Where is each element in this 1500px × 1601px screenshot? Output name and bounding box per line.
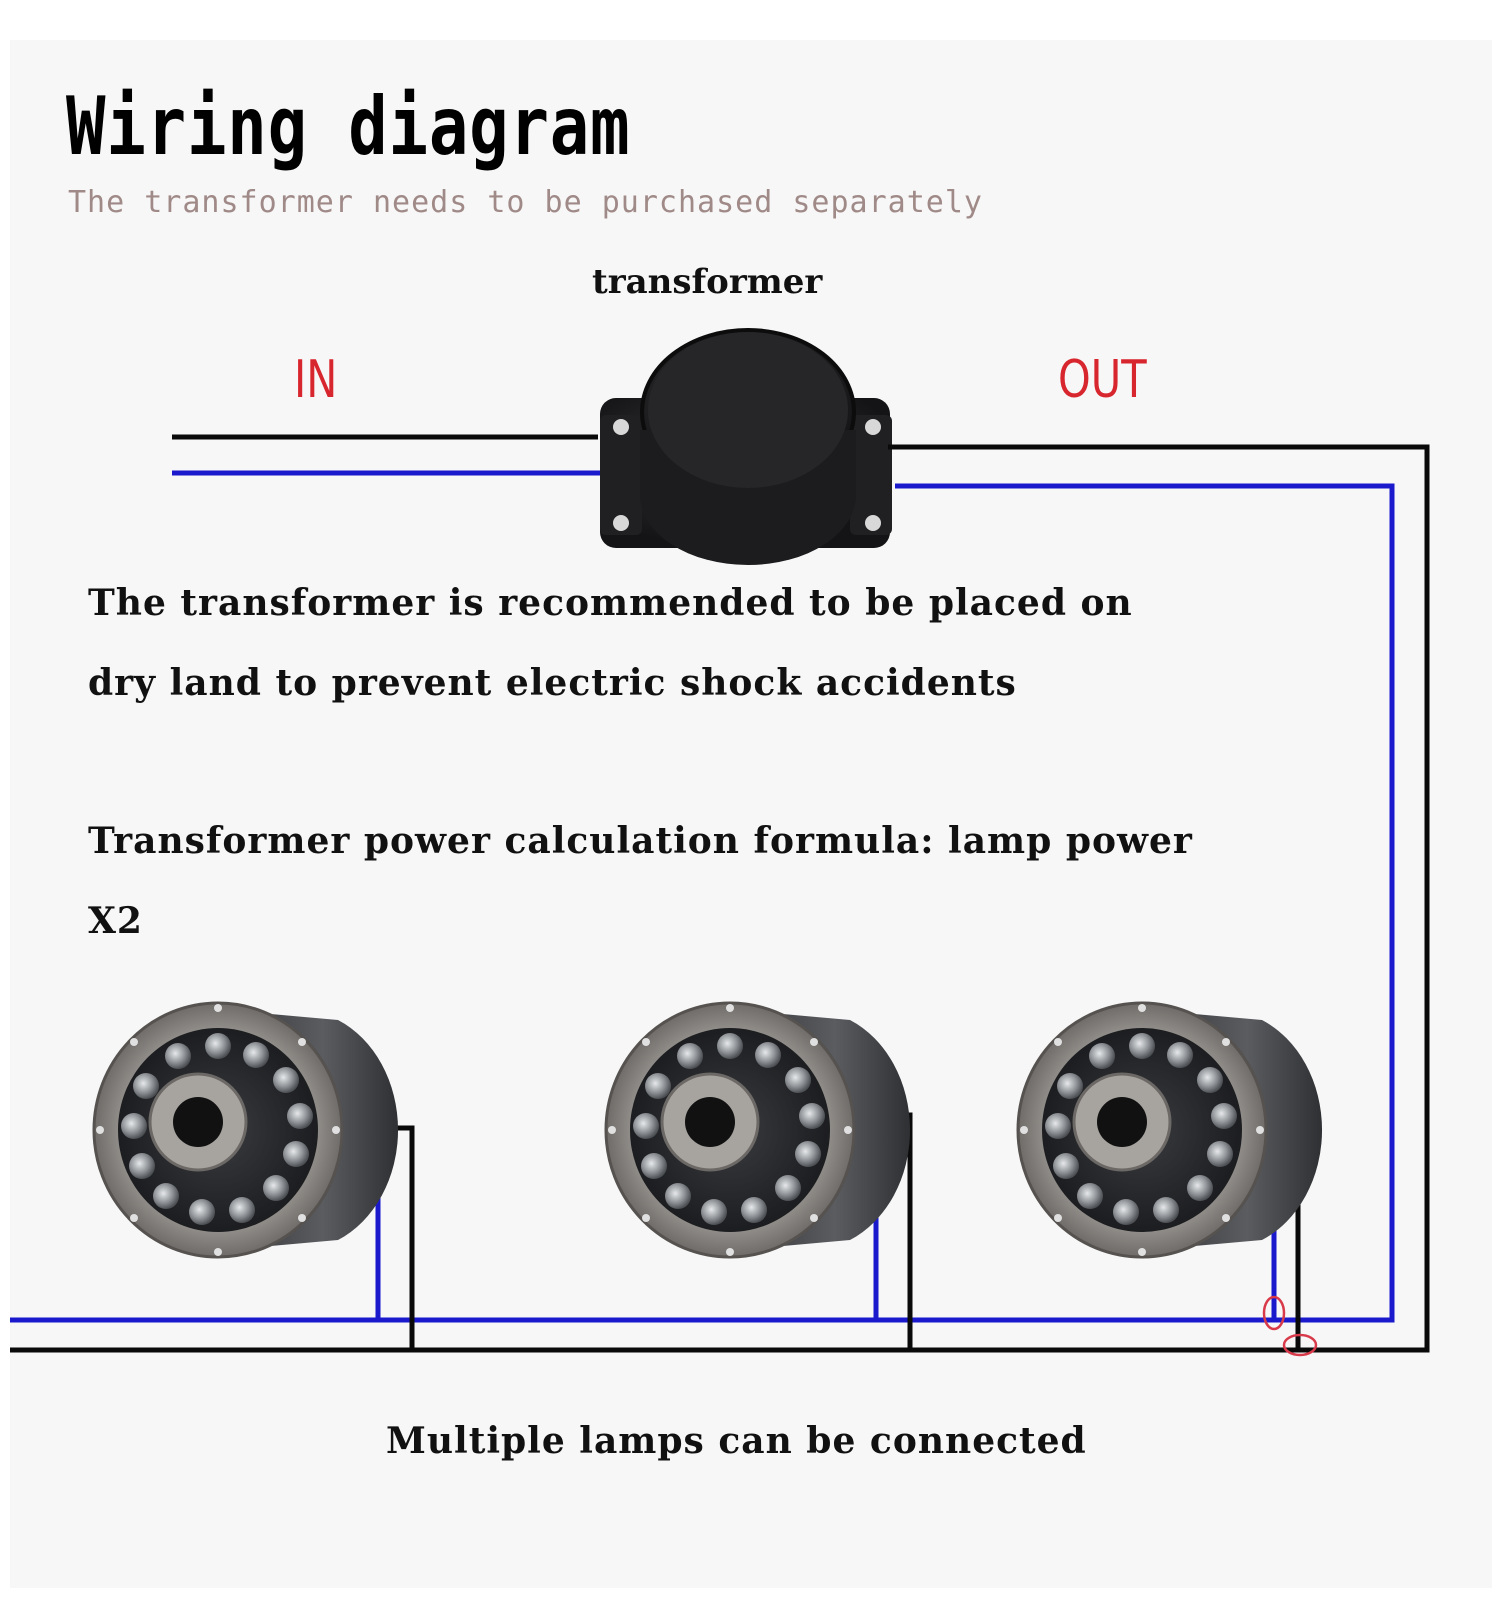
formula-line1: Transformer power calculation formula: l…	[88, 820, 1193, 862]
connection-marker-blue	[1262, 1295, 1286, 1331]
in-label: IN	[294, 350, 338, 410]
connection-marker-black	[1282, 1333, 1318, 1357]
transformer-label: transformer	[592, 262, 823, 302]
underwater-led-lamp-icon	[1016, 1001, 1323, 1259]
safety-note-line1: The transformer is recommended to be pla…	[88, 582, 1133, 624]
formula-line2: X2	[88, 900, 143, 942]
underwater-led-lamp-icon	[92, 1001, 399, 1259]
out-label: OUT	[1058, 350, 1147, 410]
transformer-icon	[600, 328, 892, 565]
output-black-wire	[10, 444, 1430, 1353]
underwater-led-lamp-icon	[604, 1001, 911, 1259]
footer-caption: Multiple lamps can be connected	[386, 1420, 1087, 1462]
subtitle: The transformer needs to be purchased se…	[68, 185, 983, 220]
page-title: Wiring diagram	[66, 80, 631, 173]
safety-note-line2: dry land to prevent electric shock accid…	[88, 662, 1017, 704]
output-blue-wire	[10, 483, 1395, 1323]
diagram-canvas: Wiring diagram The transformer needs to …	[10, 40, 1492, 1588]
